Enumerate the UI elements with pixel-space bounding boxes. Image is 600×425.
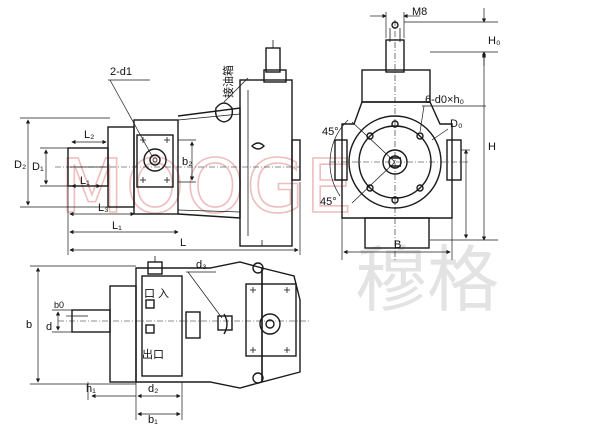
inlet-tag: 入 bbox=[158, 287, 169, 300]
dim-b2: b₂ bbox=[182, 156, 192, 168]
top-adjust-screw bbox=[265, 47, 281, 73]
dim-B: B bbox=[394, 239, 401, 251]
dim-L1: L₁ bbox=[112, 220, 122, 232]
angle-45-top: 45° bbox=[322, 126, 339, 138]
dim-D2: D₂ bbox=[14, 159, 26, 171]
dim-L2: L₂ bbox=[84, 129, 94, 141]
angle-45-bottom: 45° bbox=[320, 196, 337, 208]
dim-b: b bbox=[26, 319, 32, 331]
dim-d2: d₂ bbox=[148, 383, 158, 395]
inlet-label: 口 bbox=[144, 287, 155, 300]
watermark-latin: MOOGE bbox=[60, 144, 354, 230]
top-view: 接油箱 2-d1 D₂ D₁ b₂ L₂ L₁ L₃ L₁ L bbox=[14, 40, 301, 255]
dim-d3: d₃ bbox=[196, 259, 207, 271]
oil-port-note: 接油箱 bbox=[221, 65, 235, 98]
dim-h1: h₁ bbox=[86, 383, 96, 395]
dim-H0: H₀ bbox=[488, 35, 501, 47]
watermark-chinese: 穆格 bbox=[355, 238, 499, 322]
side-control-housing bbox=[261, 267, 301, 383]
watermark: MOOGE 穆格 bbox=[59, 143, 499, 322]
dim-H: H bbox=[488, 141, 496, 153]
end-view: 45° 45° M8 6-d0×h₀ D₀ H₀ H B bbox=[320, 6, 501, 260]
side-view: 口 入 出口 d₃ b d b0 h₁ bbox=[26, 256, 310, 425]
dim-d: d bbox=[46, 321, 52, 333]
top-drain-port bbox=[214, 102, 234, 123]
dim-D0: D₀ bbox=[450, 118, 463, 130]
dim-D1: D₁ bbox=[32, 161, 44, 173]
hole-label: 2-d1 bbox=[110, 66, 132, 78]
outlet-label: 出口 bbox=[142, 347, 164, 361]
end-top-block bbox=[361, 69, 431, 103]
thread-M8: M8 bbox=[412, 6, 427, 18]
bolt-hole bbox=[416, 132, 424, 140]
side-port bbox=[259, 313, 281, 335]
dim-L3: L₃ bbox=[98, 202, 109, 214]
dim-b0: b0 bbox=[54, 300, 64, 310]
side-flange bbox=[109, 285, 137, 383]
dim-L1-top: L₁ bbox=[80, 175, 90, 187]
dim-b1: b₁ bbox=[148, 414, 158, 425]
side-body bbox=[135, 261, 263, 389]
bolt-hole-label: 6-d0×h₀ bbox=[425, 94, 464, 106]
bolt-hole bbox=[366, 184, 374, 192]
bolt-hole bbox=[416, 184, 424, 192]
dim-L: L bbox=[180, 237, 186, 249]
